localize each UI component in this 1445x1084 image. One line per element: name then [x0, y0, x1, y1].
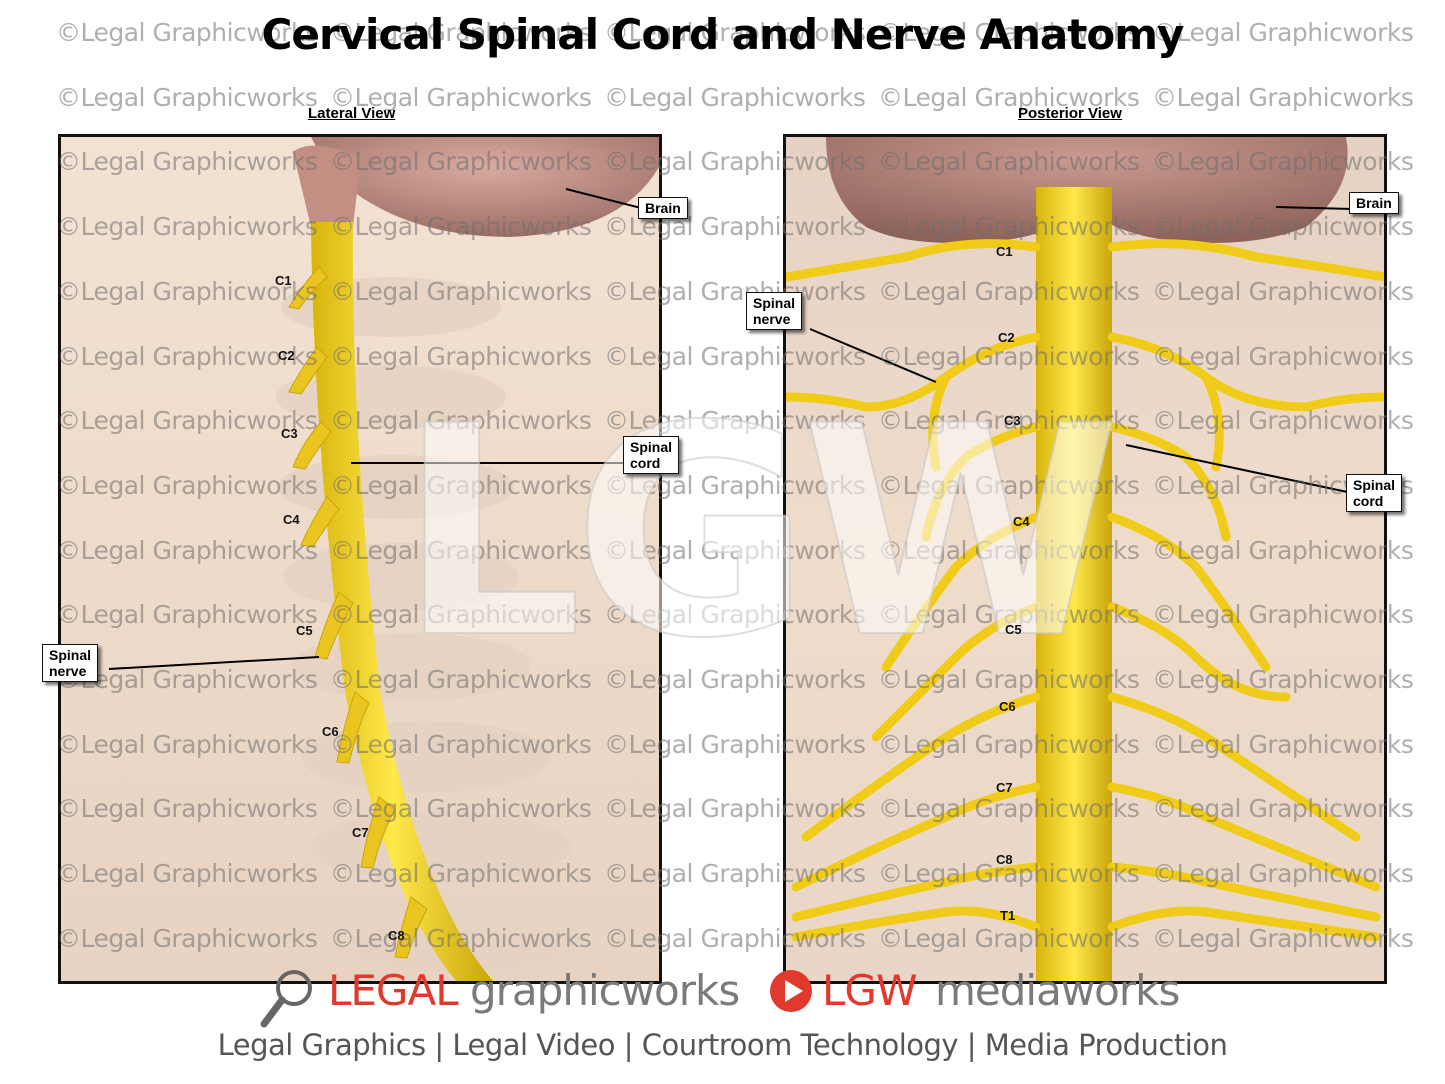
posterior-level-c6: C6 [999, 699, 1016, 714]
posterior-level-t1: T1 [1000, 908, 1016, 923]
footer-brand: LEGAL graphicworks LGW mediaworks [0, 962, 1445, 1028]
posterior-spinal-cord-callout: Spinal cord [1346, 474, 1403, 512]
lgw-watermark: LGW [397, 364, 1122, 703]
footer-tagline: Legal Graphics | Legal Video | Courtroom… [217, 1028, 1228, 1062]
posterior-spinal-nerve-callout: Spinal nerve [746, 292, 803, 330]
posterior-level-c5: C5 [1005, 622, 1022, 637]
magnifier-icon [260, 970, 312, 1028]
lateral-level-c6: C6 [322, 724, 339, 739]
brand-mediaworks: mediaworks [935, 966, 1180, 1015]
lateral-level-c5: C5 [296, 623, 313, 638]
lateral-view-label: Lateral View [308, 105, 396, 122]
spinal-cord-shape [311, 222, 493, 981]
brainstem-shape [293, 145, 361, 227]
lateral-view-panel [58, 134, 662, 984]
brand-legal: LEGAL [328, 966, 459, 1015]
watermark-text: ©Legal Graphicworks [604, 82, 866, 112]
lateral-level-c3: C3 [281, 426, 298, 441]
posterior-brain-callout: Brain [1349, 192, 1399, 214]
lateral-spinal-nerve-callout: Spinal nerve [42, 644, 99, 682]
lateral-level-c8: C8 [388, 928, 405, 943]
posterior-level-c4: C4 [1013, 514, 1030, 529]
posterior-level-c3: C3 [1004, 413, 1021, 428]
posterior-level-c1: C1 [996, 244, 1013, 259]
page-title: Cervical Spinal Cord and Nerve Anatomy [261, 10, 1185, 59]
posterior-illustration [786, 137, 1384, 981]
brand-graphicworks: graphicworks [470, 966, 740, 1015]
watermark-text: ©Legal Graphicworks [1152, 82, 1414, 112]
watermark-text: ©Legal Graphicworks [56, 82, 318, 112]
lateral-brain-callout: Brain [638, 197, 688, 219]
lateral-level-c1: C1 [275, 273, 292, 288]
lateral-spinal-cord-callout: Spinal cord [623, 436, 680, 474]
brand-lgw: LGW [822, 966, 917, 1015]
lateral-level-c2: C2 [278, 348, 295, 363]
lateral-illustration [108, 137, 659, 981]
posterior-level-c2: C2 [998, 330, 1015, 345]
posterior-view-panel [783, 134, 1387, 984]
posterior-level-c8: C8 [996, 852, 1013, 867]
spinal-cord-shape [1036, 187, 1112, 981]
brain-shape [311, 137, 659, 237]
posterior-view-label: Posterior View [1018, 105, 1122, 122]
lateral-level-c7: C7 [352, 825, 369, 840]
posterior-level-c7: C7 [996, 780, 1013, 795]
lateral-level-c4: C4 [283, 512, 300, 527]
play-icon [770, 970, 812, 1012]
